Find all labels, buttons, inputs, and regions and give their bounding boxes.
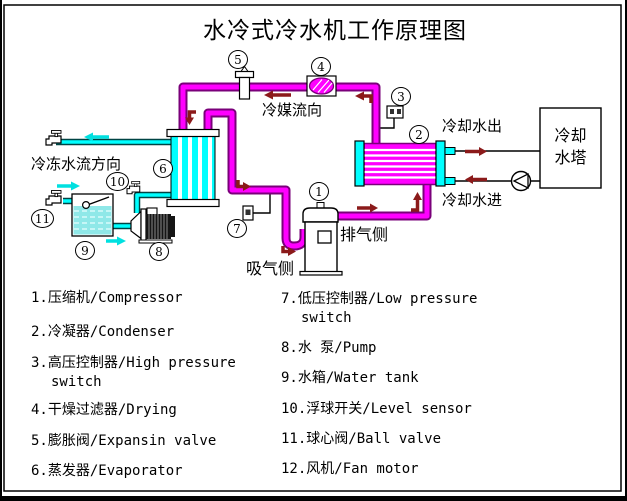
suction-side-label: 吸气侧 [246,259,295,278]
legend-item-condenser: 2.冷凝器/Condenser [31,324,175,340]
legend-item-evaporator: 6.蒸发器/Evaporator [31,463,183,479]
lp-switch-capillary [252,191,271,214]
evaporator [166,128,220,208]
cooling-tower-label-line1: 冷却 [554,126,587,145]
cooling-water-in-arrow-left [465,175,487,184]
balloon-3-hp-switch: 3 [391,87,411,106]
refrigerant-flow-arrow-left [264,90,291,100]
condenser-inlet-stub [444,177,456,185]
expansion-valve-icon [234,65,255,100]
liquid-line-elbow-arrow [355,91,373,103]
legend-item-lp-switch: 7.低压控制器/Low pressure switch [281,291,478,326]
ball-valve-icon-tank-inlet [45,189,62,206]
page-title: 水冷式冷水机工作原理图 [203,18,467,44]
high-pressure-switch-icon [386,105,404,119]
cooling-tower [539,107,602,189]
refrigerant-flow-label: 冷媒流向 [262,101,323,119]
legend-item-ball-valve: 11.球心阀/Ball valve [281,431,442,447]
balloon-7-lp-switch: 7 [227,219,247,238]
balloon-10-level-sensor: 10 [106,172,129,191]
suction-inlet-arrow-right [281,246,296,256]
cooling-pump-icon [510,170,532,192]
tank-to-pump-arrow-right [106,236,126,246]
balloon-9-water-tank: 9 [75,241,95,260]
condenser [354,140,456,187]
ball-valve-icon-chilled-out [45,129,62,146]
chilled-water-flow-label: 冷冻水流方向 [31,155,122,173]
balloon-11-ball-valve: 11 [31,209,54,228]
cooling-water-out-arrow-right [465,147,487,156]
legend-item-compressor: 1.压缩机/Compressor [31,290,183,306]
refrigerant-pipes [178,82,432,251]
flow-arrows-refrigerant [185,90,487,256]
legend-item-water-tank: 9.水箱/Water tank [281,370,419,386]
evaporator-inlet-arrow-down [185,110,196,125]
discharge-arrow-right [357,203,378,213]
chilled-water-out-arrow-left [84,132,109,142]
suction-elbow-arrow-right [236,180,251,191]
compressor-port [317,230,332,244]
balloon-2-condenser: 2 [409,125,429,144]
cooling-tower-label: 冷却 水塔 [540,125,601,169]
cooling-water-in-label: 冷却水进 [442,191,503,209]
drying-filter-icon [306,75,337,97]
discharge-side-label: 排气侧 [340,225,389,244]
legend-item-pump: 8.水 泵/Pump [281,340,377,356]
legend-item-expansion-valve: 5.膨胀阀/Expansin valve [31,433,217,449]
cooling-tower-label-line2: 水塔 [554,148,587,167]
condenser-inlet-elbow-arrow-up [411,192,422,212]
balloon-6-evaporator: 6 [153,159,173,178]
condenser-outlet-stub [444,147,456,155]
flow-arrows-water [57,132,126,246]
compressor [299,202,343,276]
legend-item-level-sensor: 10.浮球开关/Level sensor [281,401,472,417]
legend-item-hp-switch: 3.高压控制器/High pressure switch [31,355,236,390]
float-ball-icon [81,201,90,210]
balloon-8-pump: 8 [149,242,169,261]
balloon-1-compressor: 1 [309,182,329,201]
low-pressure-switch-icon [242,205,254,221]
hp-switch-capillary [378,117,395,129]
cooling-water-out-label: 冷却水出 [442,117,503,135]
legend-item-fan-motor: 12.风机/Fan motor [281,461,419,477]
legend-item-drying: 4.干燥过滤器/Drying [31,402,177,418]
chilled-water-pipes [56,138,172,230]
water-pump [130,207,175,244]
balloon-4-drying-filter: 4 [311,57,331,76]
pump-outlet-valve-icon [126,180,141,195]
water-tank [71,193,114,237]
balloon-5-expansion-valve: 5 [228,50,248,69]
tank-inlet-arrow-right [57,181,80,191]
